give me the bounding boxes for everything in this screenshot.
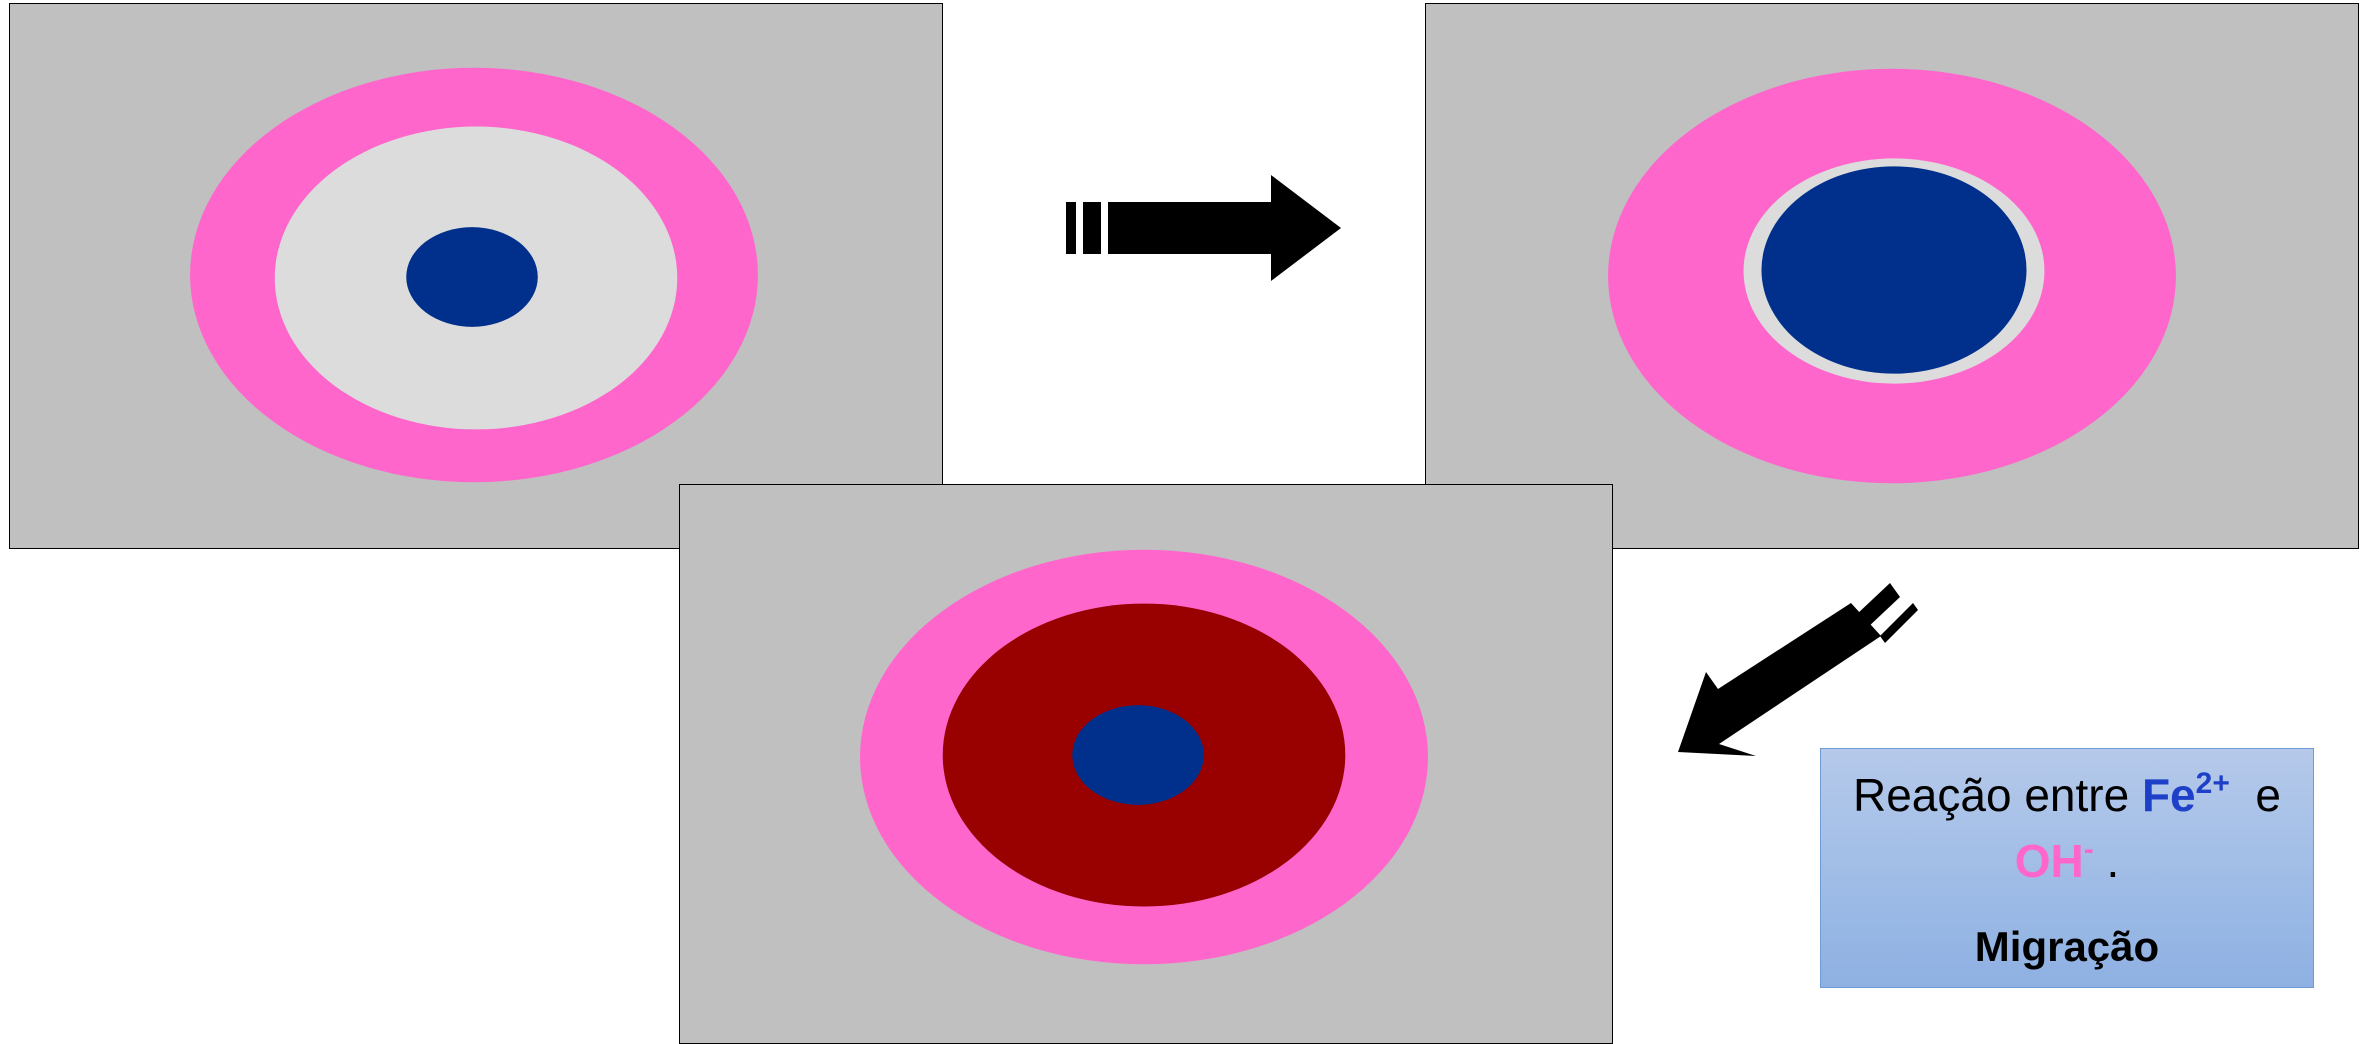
striped-right-arrow-icon	[1066, 175, 1341, 281]
panel-final-state	[679, 484, 1613, 1044]
striped-down-left-arrow-icon	[1678, 583, 1918, 756]
info-line-reaction: Reação entre Fe2+ e	[1821, 763, 2313, 827]
reaction-connector: e	[2243, 769, 2281, 821]
panel-final-graphic	[680, 485, 1612, 1043]
info-box: Reação entre Fe2+ e OH- . Migração	[1820, 748, 2314, 988]
info-title-migration: Migração	[1821, 921, 2313, 973]
blue-core	[1072, 705, 1204, 805]
fe-charge: 2+	[2196, 767, 2230, 800]
blue-core	[406, 227, 538, 327]
panel-intermediate-state	[1425, 3, 2359, 549]
oh-ion-label: OH-	[2015, 835, 2094, 887]
fe-symbol: Fe	[2142, 769, 2196, 821]
panel-intermediate-graphic	[1426, 4, 2358, 548]
blue-core	[1761, 166, 2026, 373]
reaction-prefix: Reação entre	[1853, 769, 2142, 821]
reaction-suffix: .	[2094, 835, 2120, 887]
info-line-oh: OH- .	[1821, 829, 2313, 893]
panel-initial-graphic	[10, 4, 942, 548]
panel-initial-state	[9, 3, 943, 549]
oh-charge: -	[2084, 833, 2094, 866]
oh-symbol: OH	[2015, 835, 2084, 887]
fe-ion-label: Fe2+	[2142, 769, 2230, 821]
